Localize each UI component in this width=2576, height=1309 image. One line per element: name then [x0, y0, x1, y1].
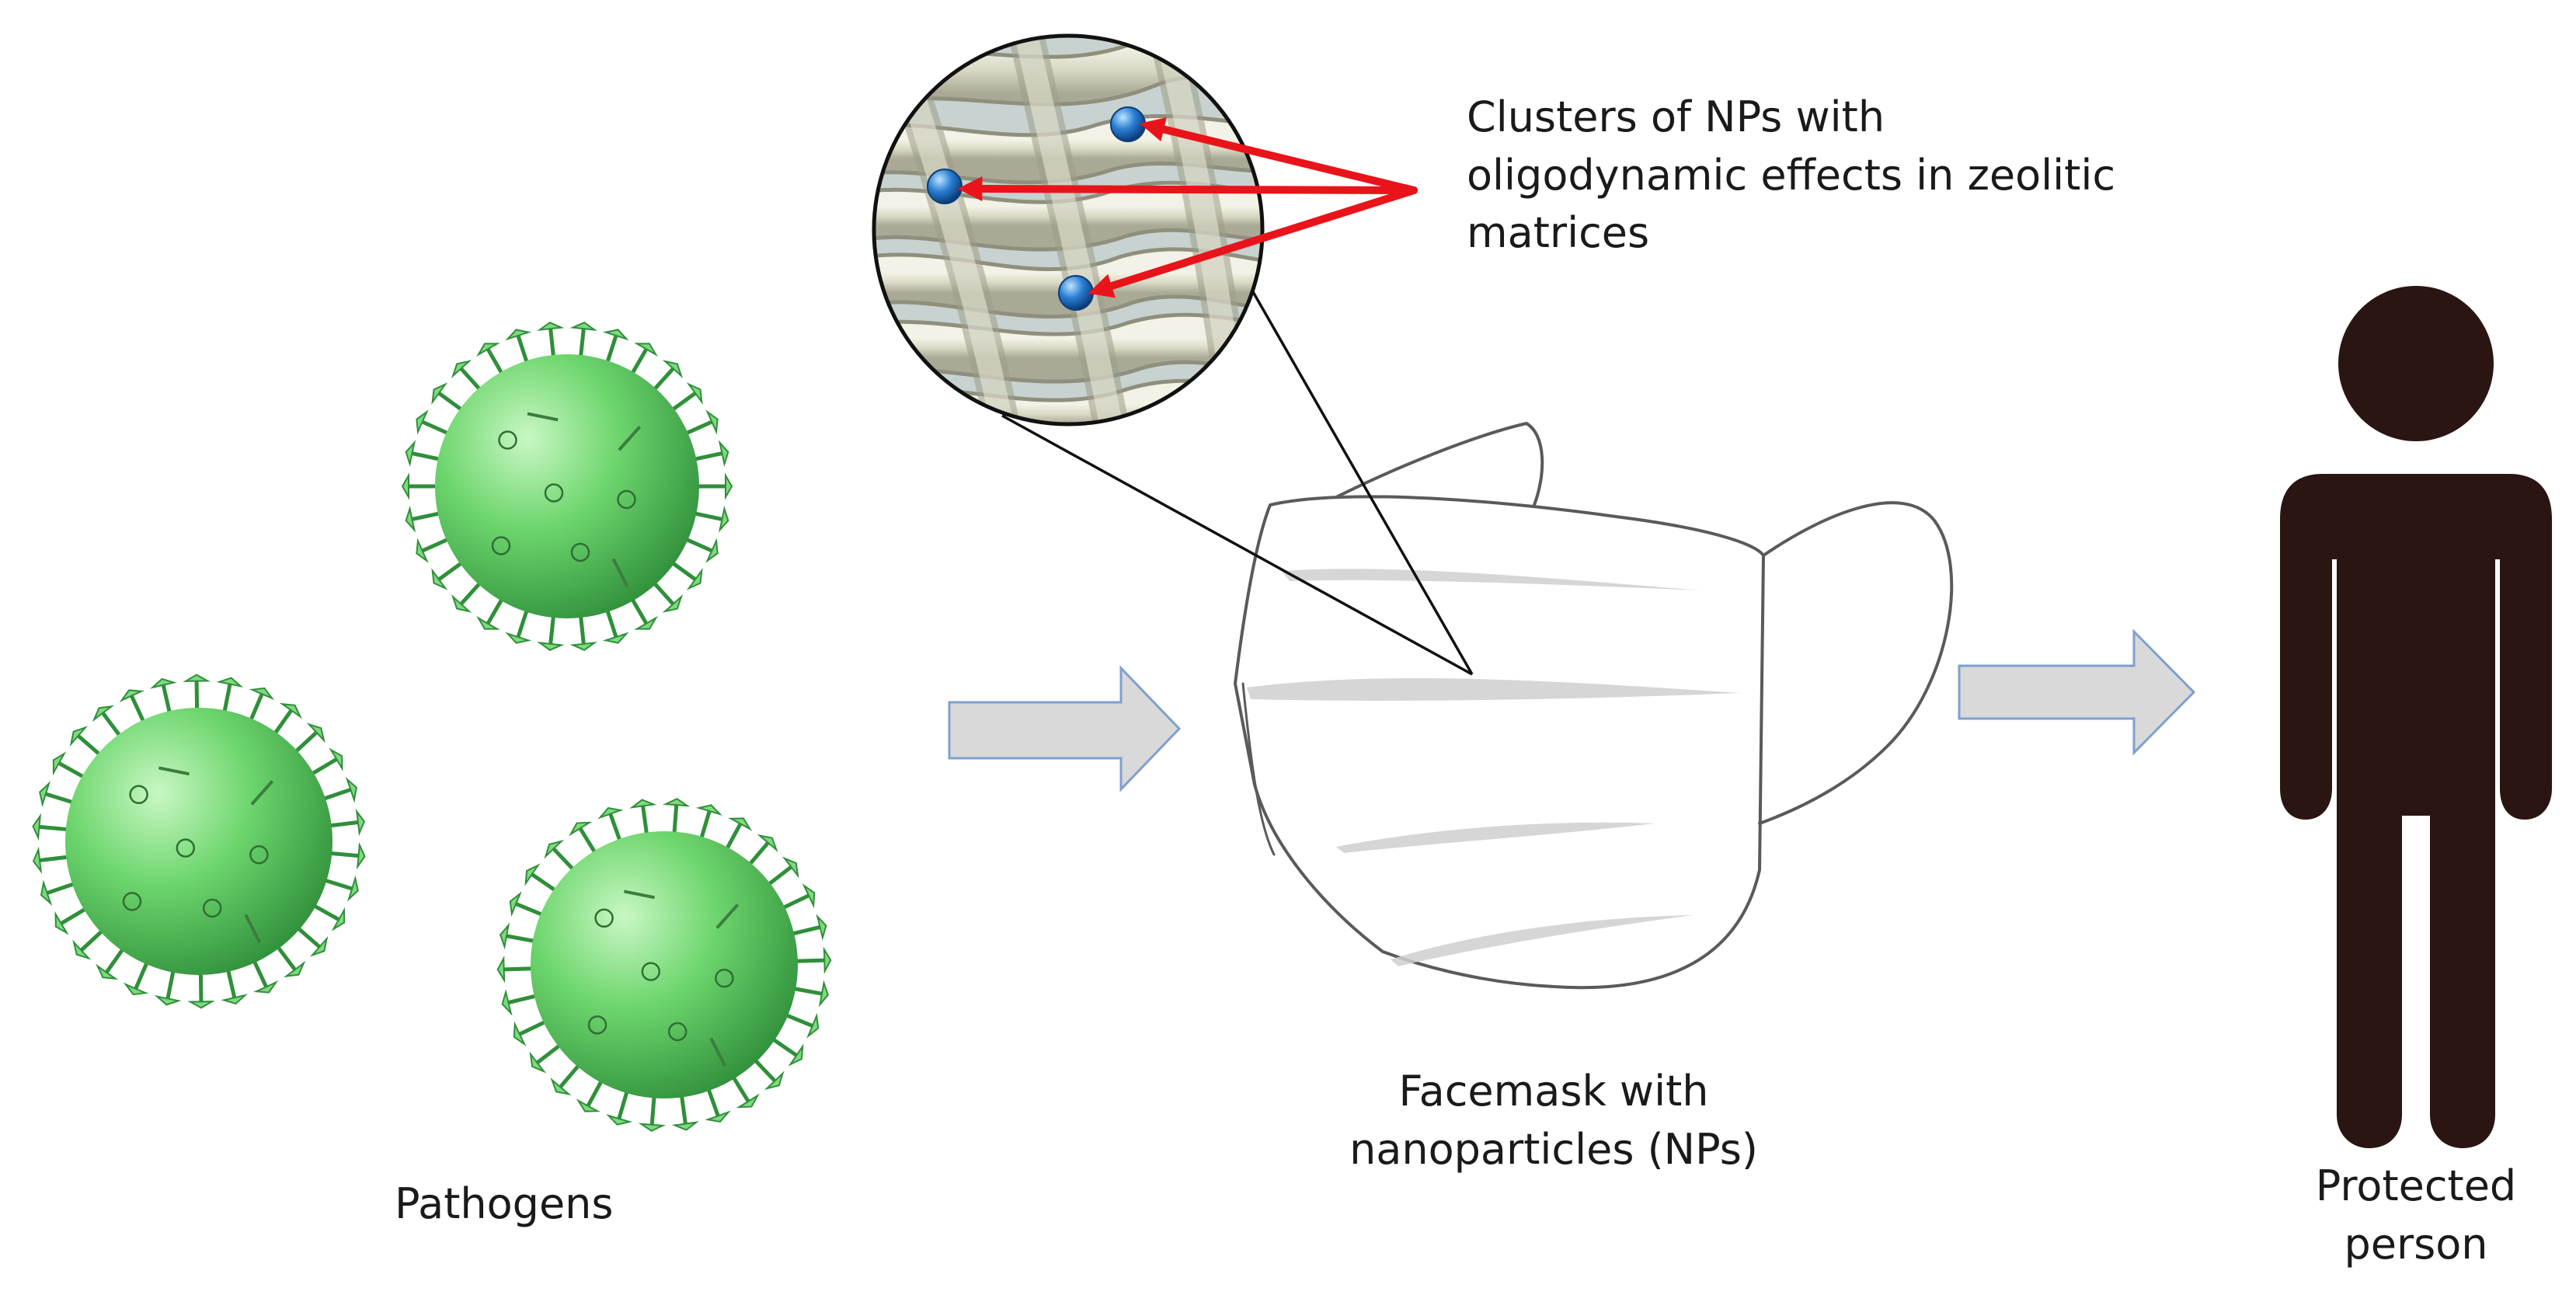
mask-pleats	[1247, 569, 1740, 966]
person-label-line2: person	[2344, 1219, 2488, 1269]
protected-person-label: Protected person	[2268, 1158, 2564, 1273]
flow-arrow-to-mask	[948, 665, 1182, 792]
nanoparticle-2	[927, 169, 963, 204]
nanoparticle-3	[1058, 275, 1094, 311]
person-icon	[2280, 286, 2552, 1148]
pathogens-label: Pathogens	[395, 1179, 614, 1228]
virus-icon	[32, 674, 366, 1009]
pathogens-group	[32, 322, 832, 1132]
person-label-line1: Protected	[2315, 1161, 2517, 1210]
facemask-label-line1: Facemask with	[1398, 1067, 1709, 1116]
callout-arrows	[957, 117, 1418, 298]
virus-icon	[496, 798, 832, 1132]
clusters-label: Clusters of NPs with oligodynamic effect…	[1467, 89, 2115, 263]
nanoparticle-1	[1110, 106, 1146, 142]
facemask-label: Facemask with nanoparticles (NPs)	[1305, 1063, 1802, 1178]
facemask-label-line2: nanoparticles (NPs)	[1349, 1124, 1758, 1174]
virus-icon	[401, 322, 733, 651]
facemask-icon	[1234, 422, 1954, 990]
flow-arrow-to-person	[1958, 628, 2196, 756]
zoom-lines	[1001, 290, 1474, 676]
fabric-zoom-inset	[872, 33, 1265, 426]
clusters-label-line2: oligodynamic effects in zeolitic	[1467, 150, 2116, 200]
clusters-label-line1: Clusters of NPs with	[1467, 92, 1885, 141]
clusters-label-line3: matrices	[1467, 208, 1650, 258]
